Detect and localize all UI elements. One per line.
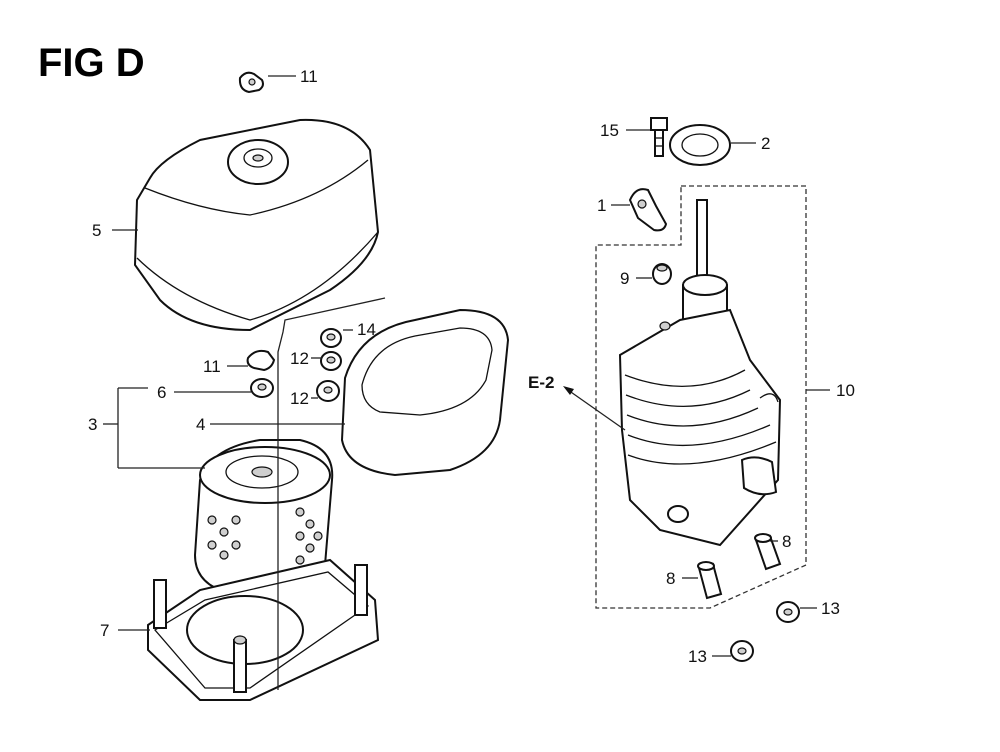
callout-5: 5 — [92, 221, 101, 240]
figure-title: FIG D — [38, 41, 145, 85]
callout-6: 6 — [157, 383, 166, 402]
callout-9: 9 — [620, 269, 629, 288]
callout-10: 10 — [836, 381, 855, 400]
ref-arrow-head — [563, 386, 574, 395]
left-leader-lines — [103, 75, 386, 690]
part-nut-12b — [316, 380, 340, 402]
part-air-cleaner-base — [147, 558, 380, 701]
callout-8-right: 8 — [782, 532, 791, 551]
group-boundary — [595, 185, 807, 609]
callout-11-top: 11 — [300, 67, 318, 86]
part-grommet — [250, 378, 274, 398]
callout-11-middle: 11 — [203, 357, 221, 376]
part-foam-filter — [340, 308, 510, 477]
part-wing-nut-top — [238, 71, 264, 94]
callout-2: 2 — [761, 134, 770, 153]
callout-13-left: 13 — [688, 647, 707, 666]
part-wing-nut-middle — [246, 349, 276, 372]
part-nut-12a — [320, 351, 342, 371]
part-gasket-ring — [669, 124, 731, 166]
callout-7: 7 — [100, 621, 109, 640]
ref-label-e2: E-2 — [528, 373, 554, 392]
part-bracket — [628, 188, 668, 232]
callout-1: 1 — [597, 196, 606, 215]
part-nut-13b — [730, 640, 754, 662]
part-air-cleaner-cover — [133, 118, 380, 332]
callout-12-upper: 12 — [290, 349, 309, 368]
callout-3: 3 — [88, 415, 97, 434]
callout-4: 4 — [196, 415, 205, 434]
callout-15: 15 — [600, 121, 619, 140]
part-paper-element — [193, 439, 334, 597]
callout-8-left: 8 — [666, 569, 675, 588]
part-tube-b — [697, 561, 723, 600]
part-bolt — [650, 117, 668, 157]
part-collar — [652, 263, 672, 285]
right-leader-lines — [563, 129, 830, 657]
part-elbow-housing — [618, 199, 782, 547]
callout-12-lower: 12 — [290, 389, 309, 408]
part-tube-a — [754, 533, 782, 571]
part-nut-13a — [776, 601, 800, 623]
part-nut-14 — [320, 328, 342, 348]
callout-14: 14 — [357, 320, 376, 339]
callout-13-right: 13 — [821, 599, 840, 618]
